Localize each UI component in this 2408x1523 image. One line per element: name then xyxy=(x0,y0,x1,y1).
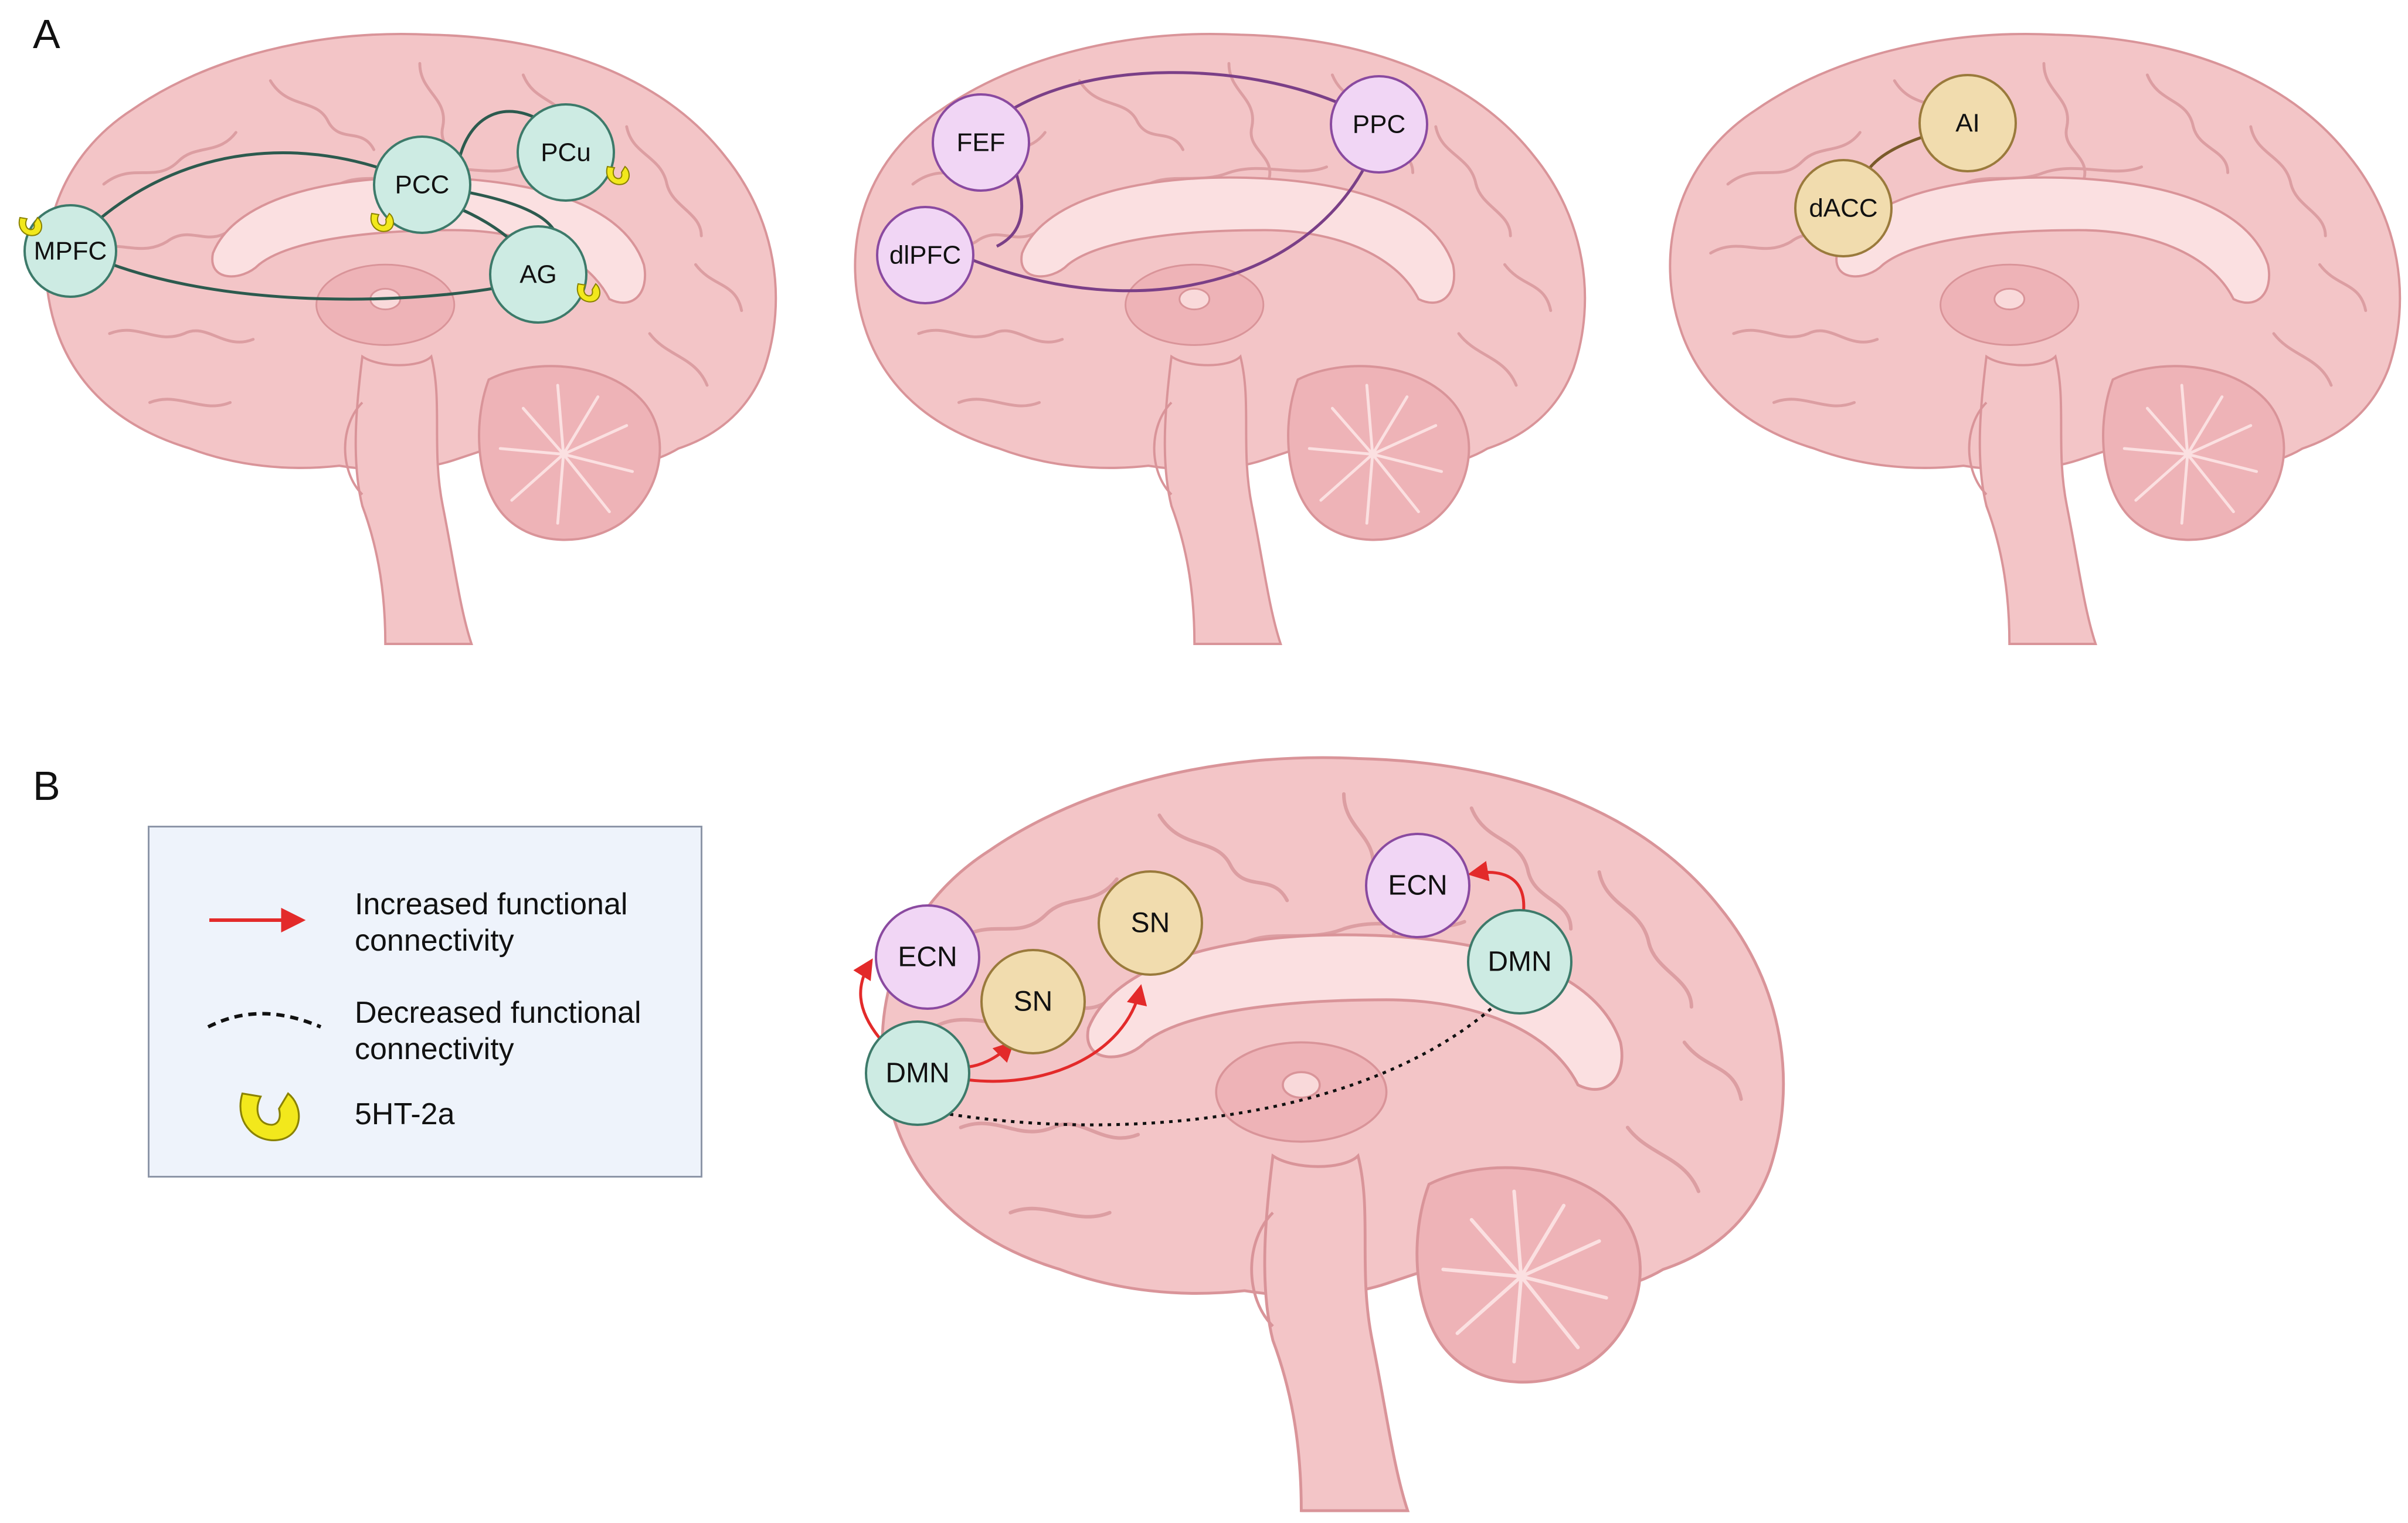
node-b-dmn-front-label: DMN xyxy=(885,1058,949,1089)
node-pcc: PCC xyxy=(373,135,471,234)
legend-receptor-label: 5HT-2a xyxy=(355,1097,455,1131)
node-b-sn-mid: SN xyxy=(1098,870,1203,976)
node-ag: AG xyxy=(489,225,587,324)
legend-increase-line1: Increased functional xyxy=(355,887,628,921)
node-ppc-label: PPC xyxy=(1353,110,1405,139)
node-ai: AI xyxy=(1918,74,2017,172)
node-b-sn-mid-label: SN xyxy=(1131,908,1170,939)
node-b-dmn-back: DMN xyxy=(1467,909,1572,1015)
decreased-connectivity-lines xyxy=(949,999,1502,1127)
node-b-ecn-front: ECN xyxy=(875,904,980,1010)
brain-illustration-dmn xyxy=(46,34,776,644)
legend-decrease-label: Decreased functional connectivity xyxy=(355,995,641,1067)
legend-symbols xyxy=(207,908,322,1141)
node-pcu-label: PCu xyxy=(541,138,591,167)
legend-decrease-line2: connectivity xyxy=(355,1032,514,1066)
decrease-line-symbol xyxy=(207,1012,322,1029)
brain-illustration-sn xyxy=(1670,34,2400,644)
legend-decrease-line1: Decreased functional xyxy=(355,996,641,1030)
node-fef-label: FEF xyxy=(956,128,1005,157)
legend-increase-line2: connectivity xyxy=(355,924,514,958)
node-fef: FEF xyxy=(932,93,1030,192)
node-dacc-label: dACC xyxy=(1809,194,1877,223)
panel-b-label: B xyxy=(33,763,60,809)
node-b-ecn-front-label: ECN xyxy=(898,942,957,973)
panel-a-label: A xyxy=(33,11,60,57)
node-pcc-label: PCC xyxy=(395,171,450,199)
node-pcu: PCu xyxy=(517,103,615,202)
node-b-ecn-back: ECN xyxy=(1365,833,1470,938)
node-b-sn-front: SN xyxy=(980,949,1086,1054)
node-b-dmn-front: DMN xyxy=(865,1020,970,1126)
node-b-sn-front-label: SN xyxy=(1014,986,1053,1017)
node-b-ecn-back-label: ECN xyxy=(1388,870,1447,901)
brain-illustration-panel-b xyxy=(882,758,1784,1511)
legend-increase-label: Increased functional connectivity xyxy=(355,886,627,959)
node-mpfc-label: MPFC xyxy=(34,237,107,266)
node-ai-label: AI xyxy=(1955,109,1980,138)
node-ag-label: AG xyxy=(519,260,557,289)
node-dacc: dACC xyxy=(1794,159,1893,257)
node-b-dmn-back-label: DMN xyxy=(1487,947,1551,978)
node-ppc: PPC xyxy=(1330,75,1428,174)
legend: Increased functional connectivity Decrea… xyxy=(148,826,702,1178)
node-dlpfc: dlPFC xyxy=(876,206,974,304)
node-mpfc: MPFC xyxy=(23,204,117,298)
5ht2a-receptor-icon xyxy=(239,1092,300,1141)
node-dlpfc-label: dlPFC xyxy=(889,241,961,270)
